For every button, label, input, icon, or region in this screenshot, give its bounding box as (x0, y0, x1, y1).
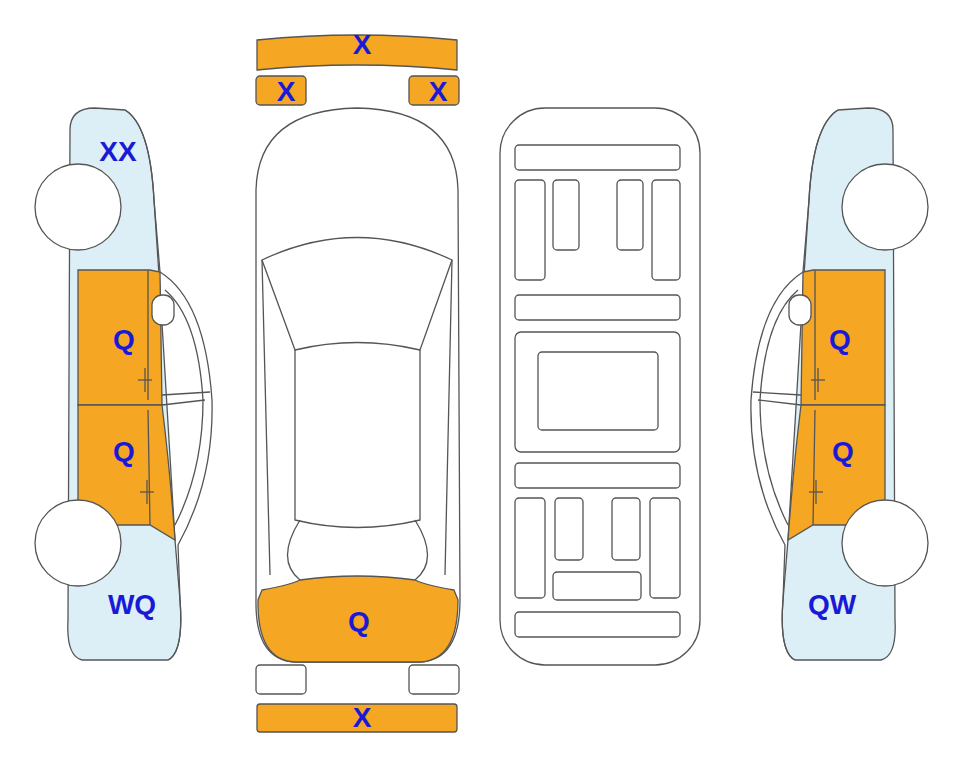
left-side-view (35, 108, 212, 660)
damage-code: X (277, 78, 296, 106)
damage-code: Q (832, 438, 854, 466)
top-view (256, 35, 460, 732)
damage-code: Q (113, 438, 135, 466)
damage-code: Q (829, 326, 851, 354)
damage-code: XX (99, 138, 136, 166)
underside-view (500, 108, 700, 665)
damage-code: WQ (108, 591, 156, 619)
damage-code: X (429, 78, 448, 106)
damage-code: QW (808, 591, 856, 619)
damage-code: X (353, 31, 372, 59)
damage-code: Q (348, 608, 370, 636)
damage-code: X (353, 704, 372, 732)
damage-code: Q (113, 326, 135, 354)
